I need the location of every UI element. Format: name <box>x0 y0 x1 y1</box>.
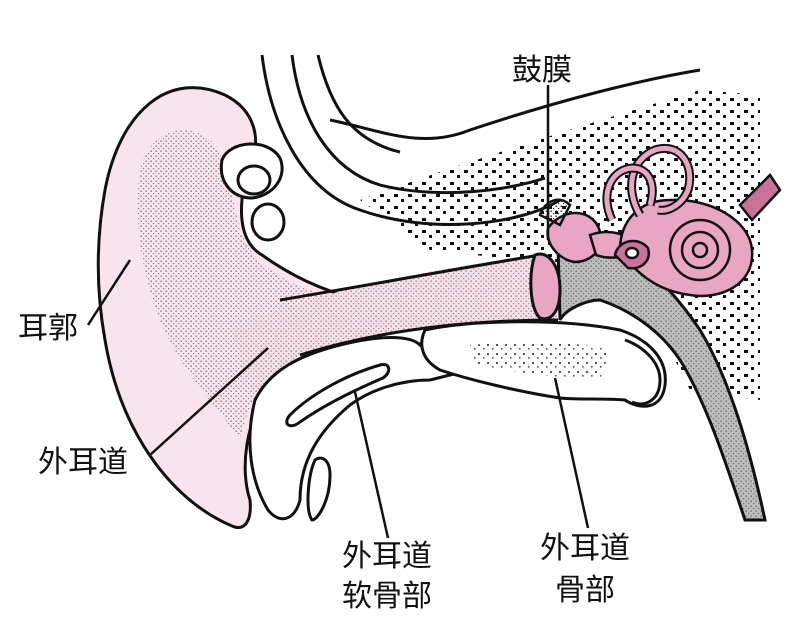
label-tympanic-membrane: 鼓膜 <box>512 53 572 88</box>
label-external-canal: 外耳道 <box>38 445 128 480</box>
leader-line-bony-part <box>553 377 590 529</box>
label-bony-part-line1: 外耳道 <box>540 531 630 566</box>
label-bony-part-line2: 骨部 <box>555 573 615 608</box>
label-cartilaginous-part-line2: 软骨部 <box>342 579 432 614</box>
bony-strip <box>556 236 767 522</box>
skull-layers <box>260 54 561 226</box>
cartilage-nodules <box>219 142 286 242</box>
leader-line-auricle <box>86 259 132 326</box>
bony-canal-wall <box>420 320 667 408</box>
label-cartilaginous-part-line1: 外耳道 <box>342 539 432 574</box>
leader-line-external-canal <box>149 347 269 456</box>
leader-lines <box>86 85 590 539</box>
canal-cartilage <box>248 323 470 522</box>
label-auricle: 耳郭 <box>18 311 78 346</box>
leader-line-cartilaginous-part <box>353 391 390 539</box>
inner-ear <box>602 143 782 298</box>
tympanic-membrane-shape <box>529 252 562 321</box>
